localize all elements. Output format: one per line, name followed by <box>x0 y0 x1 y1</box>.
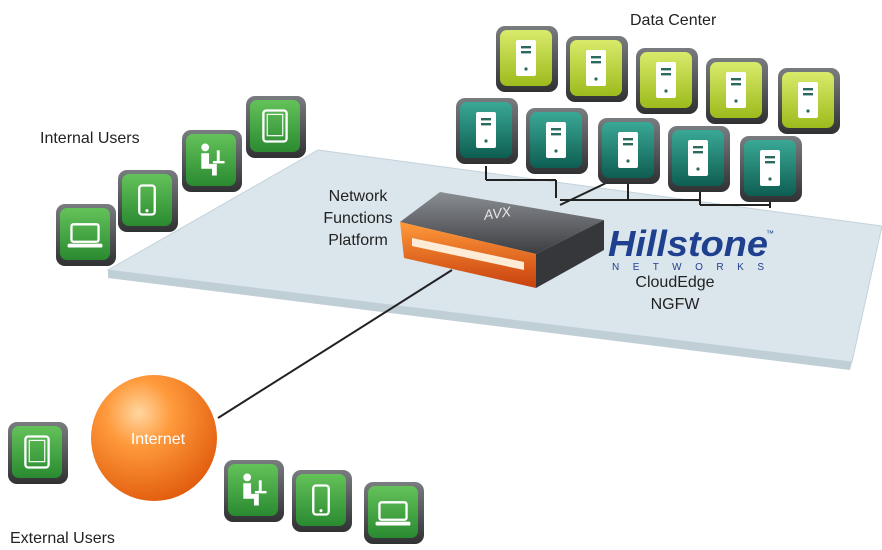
phone-icon <box>138 184 156 216</box>
internet-label: Internet <box>131 431 186 448</box>
external-device-3 <box>292 470 352 532</box>
brand-name: Hillstone <box>608 223 768 264</box>
external-device-2 <box>224 460 284 522</box>
brand-tm: ™ <box>766 229 774 238</box>
platform-edge <box>108 270 852 370</box>
brand-sub: N E T W O R K S <box>612 262 764 273</box>
server-icon <box>760 150 780 186</box>
platform-label-line2: Functions <box>323 210 393 227</box>
server-lime-3 <box>636 48 698 114</box>
internal-device-4 <box>246 96 306 158</box>
tablet-icon <box>262 109 288 143</box>
product-label: CloudEdge NGFW <box>620 272 730 316</box>
external-device-1 <box>8 422 68 484</box>
server-lime-4 <box>706 58 768 124</box>
product-label-line2: NGFW <box>650 296 700 313</box>
internal-user-devices <box>56 96 306 266</box>
server-icon <box>516 40 536 76</box>
user-at-desk-icon <box>243 473 267 506</box>
server-icon <box>586 50 606 86</box>
user-at-desk-icon <box>201 143 225 176</box>
server-lime-1 <box>496 26 558 92</box>
server-teal-3 <box>598 118 660 184</box>
internal-device-2 <box>118 170 178 232</box>
internet-globe: Internet <box>91 375 217 501</box>
data-center-label: Data Center <box>630 12 717 29</box>
phone-icon <box>312 484 330 516</box>
server-lime-2 <box>566 36 628 102</box>
server-icon <box>546 122 566 158</box>
avx-appliance: AVX <box>400 192 604 288</box>
server-teal-4 <box>668 126 730 192</box>
laptop-icon <box>67 223 103 248</box>
avx-label: AVX <box>482 203 513 223</box>
server-icon <box>726 72 746 108</box>
hillstone-logo: Hillstone ™ N E T W O R K S <box>608 223 774 273</box>
product-label-line1: CloudEdge <box>635 274 715 291</box>
server-teal-1 <box>456 98 518 164</box>
server-teal-2 <box>526 108 588 174</box>
internet-link-line <box>217 269 453 419</box>
server-lime-5 <box>778 68 840 134</box>
platform-label-line1: Network <box>328 188 388 205</box>
internal-device-1 <box>56 204 116 266</box>
server-icon <box>618 132 638 168</box>
server-icon <box>476 112 496 148</box>
laptop-icon <box>375 501 411 526</box>
platform-label-line3: Platform <box>328 232 388 249</box>
server-icon <box>656 62 676 98</box>
external-users-label: External Users <box>10 530 115 547</box>
external-user-devices <box>8 422 424 544</box>
internal-users-label: Internal Users <box>40 130 140 147</box>
external-device-4 <box>364 482 424 544</box>
data-center-servers <box>456 26 840 202</box>
internal-device-3 <box>182 130 242 192</box>
server-icon <box>798 82 818 118</box>
platform-label: Network Functions Platform <box>308 186 408 252</box>
server-teal-5 <box>740 136 802 202</box>
tablet-icon <box>24 435 50 469</box>
server-icon <box>688 140 708 176</box>
